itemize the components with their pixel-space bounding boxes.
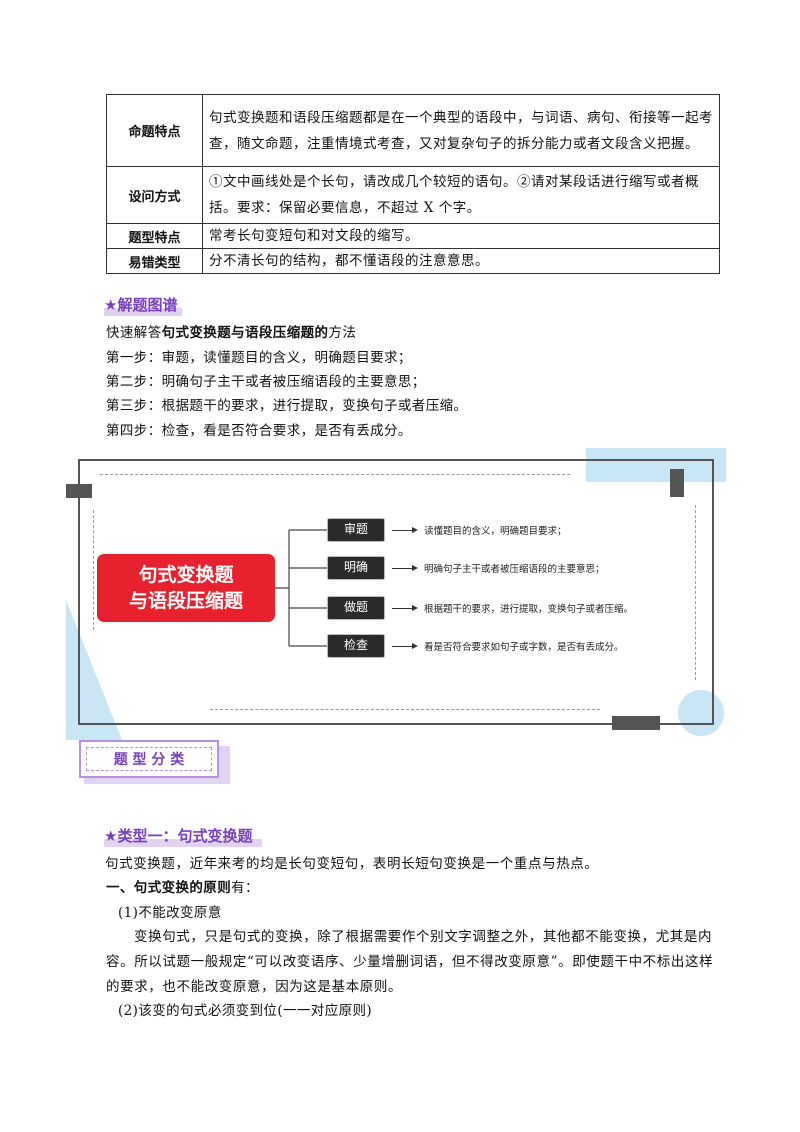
arrow-icon — [392, 605, 418, 611]
decor-dark-block — [612, 716, 660, 730]
node-desc: 读懂题目的含义，明确题目要求； — [424, 526, 567, 537]
step-line: 第一步：审题，读懂题目的含义，明确题目要求； — [106, 350, 412, 366]
principle-text: 有： — [231, 880, 259, 896]
arrow-icon — [392, 565, 418, 571]
decor-blue-rect — [586, 448, 726, 482]
node-shenti: 审题 — [327, 518, 385, 542]
heading-highlight — [104, 839, 262, 847]
dashed-line — [695, 505, 696, 680]
table-value: 分不清长句的结构，都不懂语段的注意意思。 — [202, 248, 720, 274]
step-line: 第二步：明确句子主干或者被压缩语段的主要意思； — [106, 374, 426, 390]
badge-label: 题 型 分 类 — [86, 747, 212, 771]
decor-dark-block — [670, 469, 684, 497]
node-desc: 根据题干的要求，进行提取，变换句子或者压缩。 — [424, 604, 634, 615]
table-row: 易错类型 分不清长句的结构，都不懂语段的注意意思。 — [106, 248, 720, 274]
table-row: 命题特点 句式变换题和语段压缩题都是在一个典型的语段中，与词语、病句、衔接等一起… — [106, 94, 720, 167]
table-value: ①文中画线处是个长句，请改成几个较短的语句。②请对某段话进行缩写或者概括。要求：… — [202, 166, 720, 224]
table-key: 设问方式 — [106, 166, 203, 224]
decor-blue-triangle — [66, 600, 122, 740]
table-value: 常考长句变短句和对文段的缩写。 — [202, 223, 720, 249]
arrow-icon — [392, 527, 418, 533]
jieti-intro: 快速解答句式变换题与语段压缩题的方法 — [106, 321, 356, 345]
p1-title: (1)不能改变原意 — [118, 905, 222, 921]
principle-line: 一、句式变换的原则有： — [106, 876, 259, 900]
type1-heading: ★类型一：句式变换题 — [104, 827, 253, 845]
table-value: 句式变换题和语段压缩题都是在一个典型的语段中，与词语、病句、衔接等一起考查，随文… — [202, 94, 720, 167]
p2-title: (2)该变的句式必须变到位(一一对应原则) — [118, 1003, 373, 1019]
principle-bold: 一、句式变换的原则 — [106, 880, 232, 896]
node-jiancha: 检查 — [327, 634, 385, 658]
table-key: 命题特点 — [106, 94, 203, 167]
p1-body: 变换句式，只是句式的变换，除了根据需要作个别文字调整之外，其他都不能变换，尤其是… — [106, 929, 714, 995]
diagram-title-box: 句式变换题 与语段压缩题 — [97, 554, 275, 622]
intro-bold: 句式变换题与语段压缩题的 — [161, 325, 329, 341]
dashed-line — [93, 510, 94, 630]
connector-lines — [275, 529, 327, 647]
arrow-icon — [392, 643, 418, 649]
step-line: 第四步：检查，看是否符合要求，是否有丢成分。 — [106, 423, 412, 439]
info-table: 命题特点 句式变换题和语段压缩题都是在一个典型的语段中，与词语、病句、衔接等一起… — [106, 94, 720, 274]
jieti-heading: ★解题图谱 — [104, 296, 178, 314]
badge-box: 题 型 分 类 — [79, 740, 219, 778]
table-key: 题型特点 — [106, 223, 203, 249]
node-desc: 明确句子主干或者被压缩语段的主要意思； — [424, 564, 605, 575]
type1-intro: 句式变换题，近年来考的均是长句变短句，表明长短句变换是一个重点与热点。 — [105, 856, 599, 872]
diagram-title-line1: 句式变换题 — [138, 564, 234, 586]
table-row: 题型特点 常考长句变短句和对文段的缩写。 — [106, 223, 720, 249]
heading-highlight — [104, 308, 182, 316]
step-line: 第三步：根据题干的要求，进行提取，变换句子或者压缩。 — [106, 398, 468, 414]
decor-dark-block — [66, 484, 92, 498]
node-mingque: 明确 — [327, 556, 385, 580]
node-zuoti: 做题 — [327, 596, 385, 620]
diagram-title-line2: 与语段压缩题 — [128, 590, 243, 612]
dashed-line — [210, 709, 600, 710]
table-row: 设问方式 ①文中画线处是个长句，请改成几个较短的语句。②请对某段话进行缩写或者概… — [106, 166, 720, 224]
dashed-line — [100, 474, 570, 475]
intro-text: 快速解答 — [106, 325, 162, 341]
diagram-frame — [78, 459, 714, 725]
table-key: 易错类型 — [106, 248, 203, 274]
decor-blue-circle — [678, 690, 724, 736]
node-desc: 看是否符合要求如句子或字数，是否有丢成分。 — [424, 642, 624, 653]
intro-text: 方法 — [328, 325, 357, 341]
